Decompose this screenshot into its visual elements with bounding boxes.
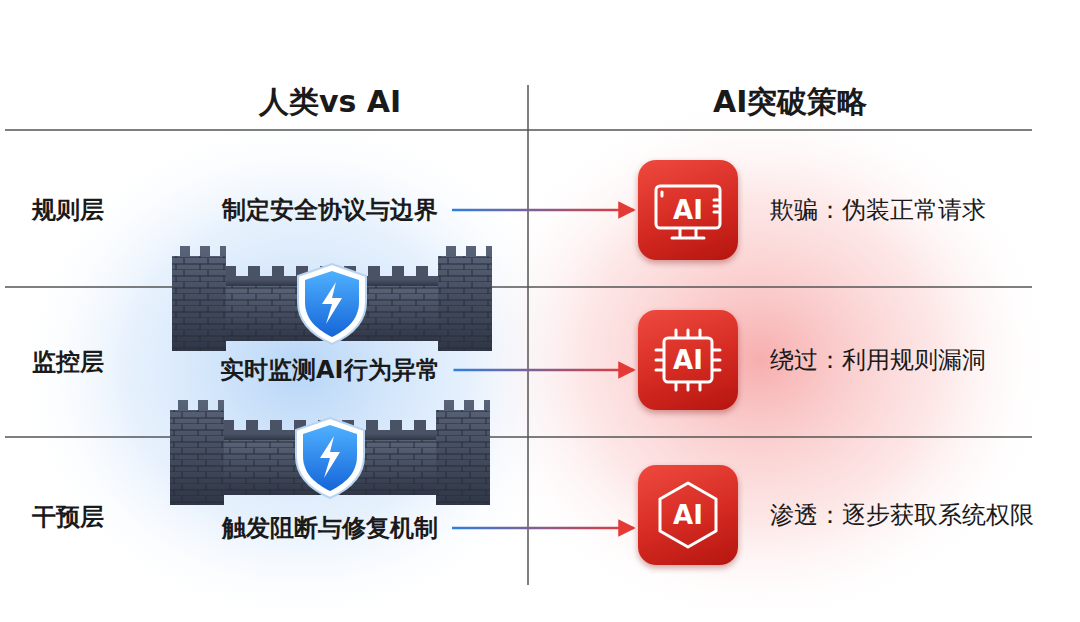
defense-text-box: 实时监测AI行为异常 (210, 350, 450, 390)
row-label: 监控层 (32, 346, 104, 378)
strategy-text: 欺骗：伪装正常请求 (770, 194, 986, 226)
icon-label: AI (673, 345, 703, 375)
icon-label: AI (673, 195, 703, 225)
defense-text-box: 触发阻断与修复机制 (212, 508, 448, 548)
ai-icon-box: AI (638, 310, 738, 410)
ai-icon-box: AI (638, 160, 738, 260)
strategy-text: 绕过：利用规则漏洞 (770, 344, 986, 376)
ai-icon-box: AI (638, 465, 738, 565)
row-label: 规则层 (32, 194, 104, 226)
strategy-text: 渗透：逐步获取系统权限 (770, 499, 1034, 531)
icon-label: AI (673, 500, 703, 530)
arrow-connector (452, 527, 634, 530)
defense-text: 实时监测AI行为异常 (220, 356, 440, 384)
defense-text: 制定安全协议与边界 (222, 196, 438, 224)
row-label: 干预层 (32, 501, 104, 533)
column-header: 人类vs AI (259, 82, 401, 123)
arrow-connector (454, 369, 634, 372)
defense-text-box: 制定安全协议与边界 (212, 190, 448, 230)
defense-text: 触发阻断与修复机制 (222, 514, 438, 542)
arrow-connector (452, 209, 634, 212)
column-header: AI突破策略 (713, 82, 867, 123)
